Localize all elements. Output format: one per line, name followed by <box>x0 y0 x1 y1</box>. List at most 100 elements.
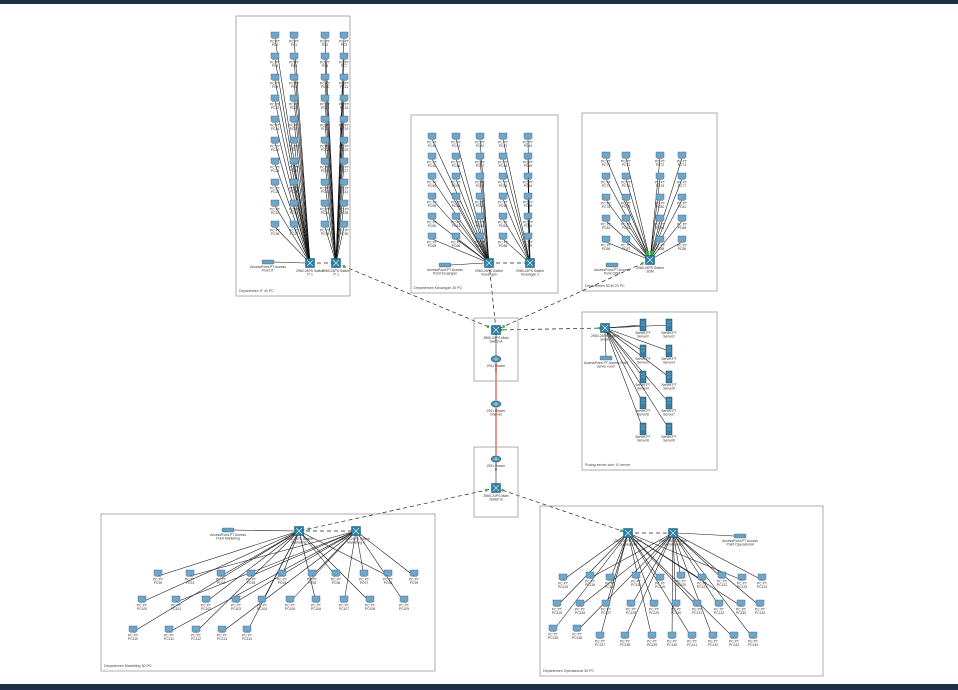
access-point-icon[interactable]: AccessPoint-PT AccessPoint Marketing <box>210 527 246 541</box>
access-point-icon[interactable]: AccessPoint-PT AccessPoint IT <box>250 259 286 273</box>
